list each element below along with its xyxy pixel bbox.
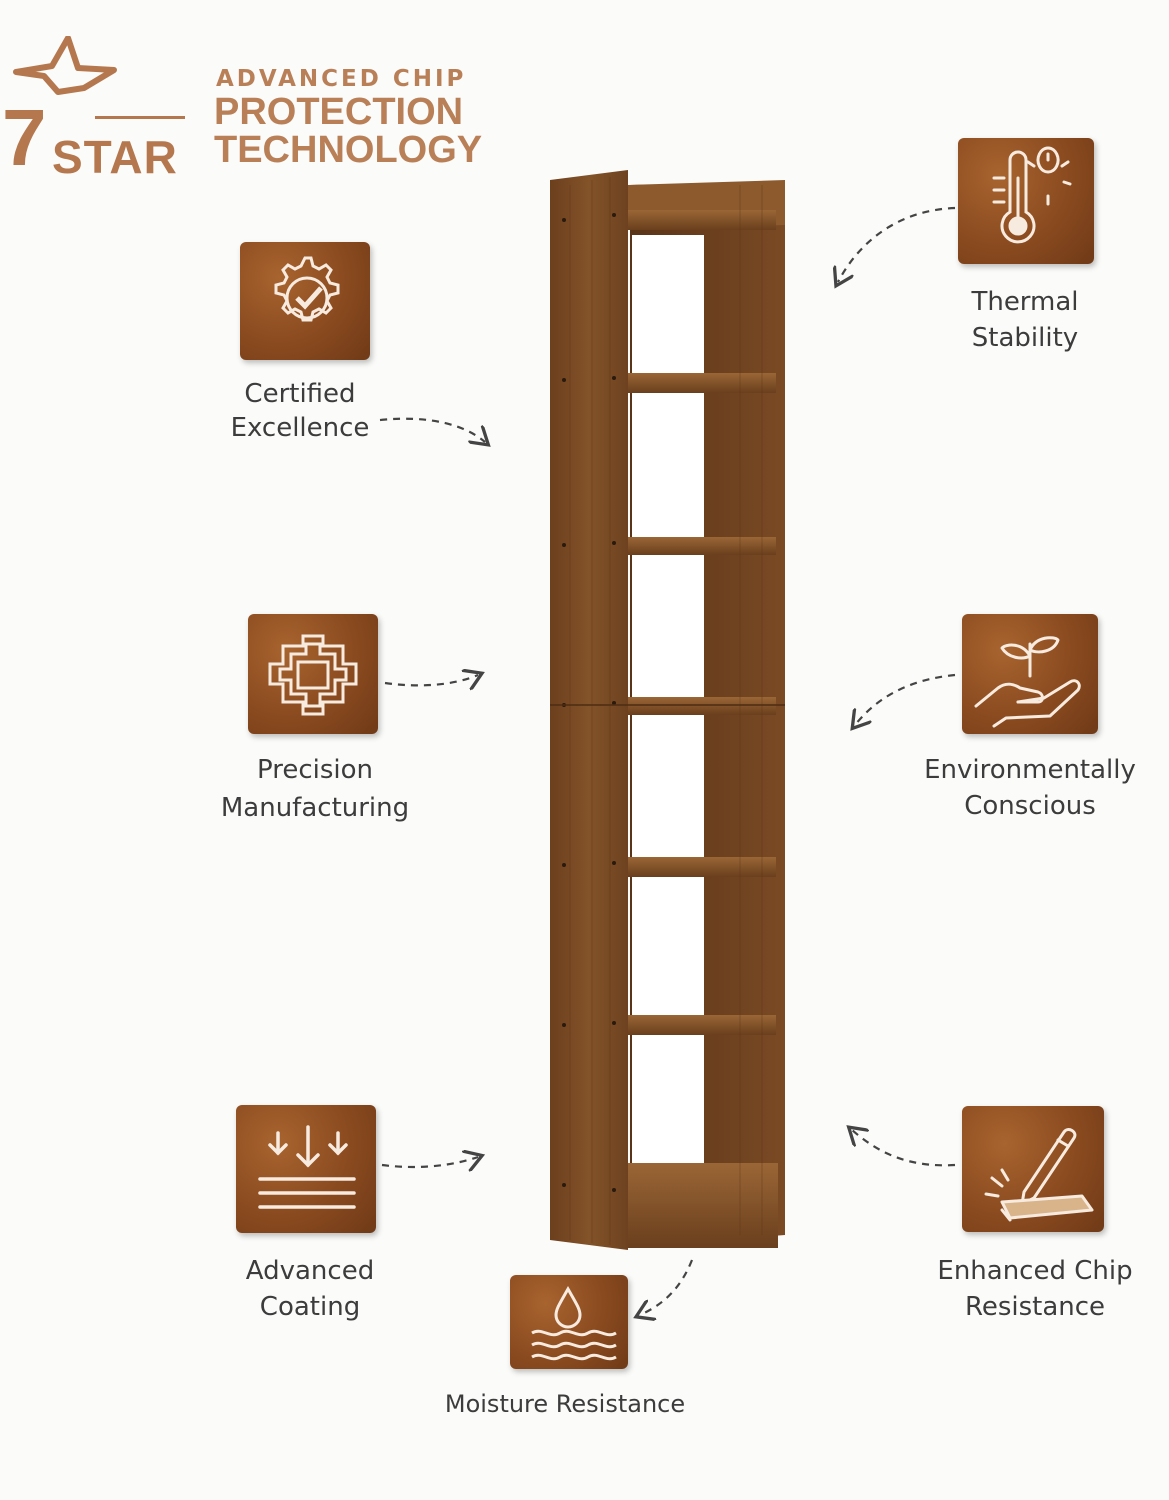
environment-label-1: Environmentally — [924, 755, 1136, 785]
pen-board-icon — [962, 1106, 1104, 1232]
precision-label-2: Manufacturing — [220, 793, 410, 823]
bookshelf-illustration — [550, 170, 785, 1250]
chip-label-2: Resistance — [964, 1292, 1106, 1322]
logo-tagline-2: PROTECTION — [214, 91, 464, 133]
chip-icon — [248, 614, 378, 734]
moisture-label: Moisture Resistance — [444, 1390, 686, 1418]
logo-rule — [95, 116, 185, 119]
star-icon — [13, 36, 117, 95]
thermometer-sun-icon — [958, 138, 1094, 264]
thermal-label-1: Thermal — [971, 287, 1079, 317]
gear-check-icon — [240, 242, 370, 360]
coating-label-2: Coating — [259, 1292, 361, 1322]
coating-label-1: Advanced — [245, 1256, 375, 1286]
water-drop-icon — [510, 1275, 628, 1369]
logo-tagline-1: ADVANCED CHIP — [216, 66, 467, 92]
layers-arrows-icon — [236, 1105, 376, 1233]
environment-label-2: Conscious — [964, 791, 1096, 821]
thermal-label-2: Stability — [971, 323, 1079, 353]
certified-label-2: Excellence — [230, 413, 370, 443]
chip-label-1: Enhanced Chip — [937, 1256, 1133, 1286]
logo-tagline-3: TECHNOLOGY — [214, 129, 483, 171]
logo-word: STAR — [52, 131, 178, 183]
brand-logo: 7 STAR ADVANCED CHIP PROTECTION TECHNOLO… — [0, 36, 500, 186]
certified-label-1: Certified — [244, 379, 356, 409]
hand-plant-icon — [962, 614, 1098, 734]
precision-label-1: Precision — [256, 755, 373, 785]
logo-number: 7 — [2, 93, 47, 182]
